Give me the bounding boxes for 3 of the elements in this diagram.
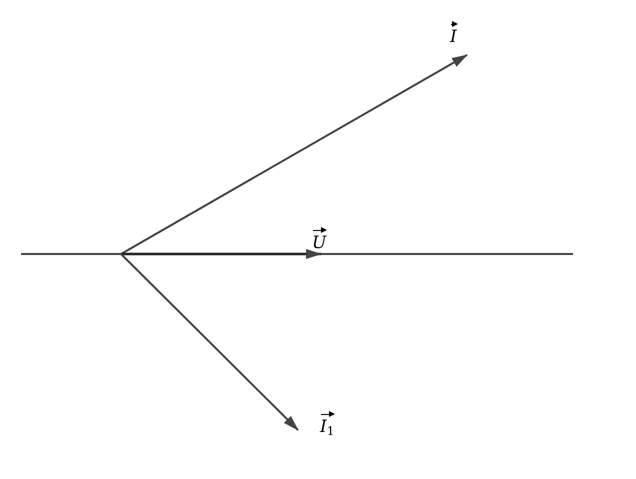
vector-label: U bbox=[312, 226, 326, 252]
vector-label: I$_{1}$ bbox=[320, 410, 334, 440]
vector-label: I bbox=[450, 20, 457, 46]
